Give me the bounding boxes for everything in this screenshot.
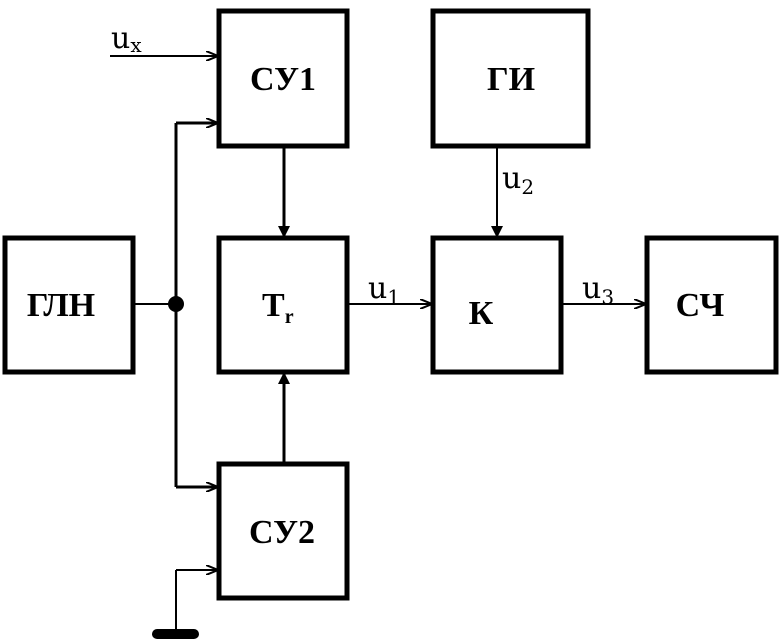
block-gln: ГЛН bbox=[2, 235, 136, 375]
block-su1: СУ1 bbox=[216, 8, 350, 149]
block-tr-sub: r bbox=[285, 306, 294, 328]
block-gi: ГИ bbox=[430, 8, 591, 149]
block-sch: СЧ bbox=[644, 235, 779, 375]
block-tr-main: T bbox=[262, 287, 285, 324]
signal-u2: u2 bbox=[502, 161, 534, 199]
block-gi-label: ГИ bbox=[487, 61, 535, 98]
block-tr: Tr bbox=[216, 235, 350, 375]
block-tr-label: Tr bbox=[262, 287, 294, 328]
block-su2: СУ2 bbox=[216, 461, 350, 601]
signal-u3: u3 bbox=[582, 271, 614, 309]
block-su2-label: СУ2 bbox=[249, 514, 315, 551]
block-sch-label: СЧ bbox=[676, 287, 725, 324]
block-gln-label: ГЛН bbox=[27, 287, 95, 324]
signal-u1: u1 bbox=[368, 271, 400, 309]
block-k: К bbox=[430, 235, 564, 375]
block-su1-label: СУ1 bbox=[250, 61, 316, 98]
signal-ux: ux bbox=[111, 21, 142, 57]
block-k-label: К bbox=[469, 295, 494, 332]
